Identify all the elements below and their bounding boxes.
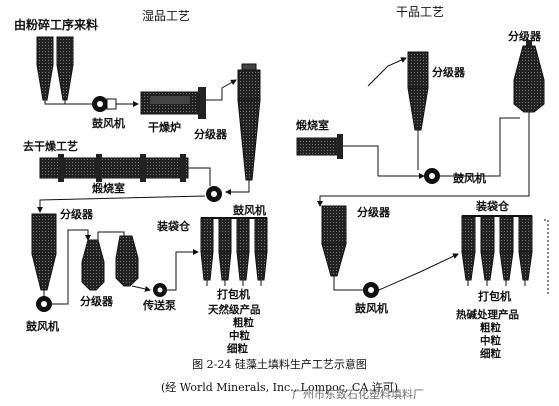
to-dry-process-label: 去干燥工艺 <box>23 139 78 153</box>
dry-classifier-c <box>321 205 347 277</box>
wet-classifier-1 <box>237 63 261 181</box>
wet-classifier-2-label: 分级器 <box>60 207 94 221</box>
wet-classifier-3a <box>81 239 105 291</box>
wet-product-1: 粗粒 <box>233 316 254 329</box>
dry-classifier-a <box>407 51 429 131</box>
wet-bag-bins <box>200 217 268 281</box>
wet-blower-2-label: 鼓风机 <box>233 203 266 217</box>
wet-classifier-3b <box>115 235 139 287</box>
dry-classifier-b-label: 分级器 <box>508 29 542 43</box>
feed-source-label: 由粉碎工序来料 <box>14 17 98 32</box>
wet-product-0: 天然级产品 <box>208 303 261 316</box>
dry-bag-bins <box>461 215 533 281</box>
wet-blower-2 <box>206 186 222 202</box>
calciner-label: 煅烧室 <box>92 181 125 195</box>
wet-blower-1-label: 鼓风机 <box>92 116 125 130</box>
dry-bag-bin-label: 装袋仓 <box>475 199 510 213</box>
wet-packer-label: 打包机 <box>217 287 250 301</box>
dry-product-3: 细粒 <box>480 347 501 360</box>
dry-blower-b-label: 鼓风机 <box>355 301 388 315</box>
dry-calciner-label: 煅烧室 <box>296 118 329 132</box>
wet-classifier-3-label: 分级器 <box>80 294 114 308</box>
figure-source: (经 World Minerals, Inc., Lompoc, CA 许可) <box>160 381 399 394</box>
wet-classifier-1-label: 分级器 <box>194 127 228 141</box>
wet-bag-bin-label: 装袋仓 <box>156 219 191 233</box>
wet-product-3: 细粒 <box>227 342 248 355</box>
feed-hopper-1 <box>36 36 54 101</box>
dry-packer-label: 打包机 <box>478 289 511 303</box>
dry-calciner <box>296 134 343 159</box>
dryer-furnace <box>140 87 206 119</box>
wet-section-title: 湿品工艺 <box>142 8 190 23</box>
feed-line <box>44 100 92 105</box>
dry-blower-b <box>363 282 379 298</box>
dry-product-0: 热碱处理产品 <box>456 308 519 321</box>
dry-classifier-b <box>513 40 545 113</box>
wet-blower-3 <box>36 296 52 312</box>
dry-classifier-a-label: 分级器 <box>432 65 466 79</box>
wet-blower-1 <box>92 96 117 112</box>
transfer-pump-label: 传送泵 <box>142 298 176 312</box>
wet-calciner <box>39 154 189 182</box>
dry-blower-a-label: 鼓风机 <box>453 171 486 185</box>
feed-hopper-2 <box>56 36 74 101</box>
watermark: 广州市东致石化塑料填料厂 <box>292 388 424 401</box>
wet-classifier-2 <box>31 213 57 291</box>
dry-classifier-c-label: 分级器 <box>357 205 391 219</box>
transfer-pump <box>153 283 167 297</box>
dryer-label: 干燥炉 <box>148 120 181 134</box>
dry-section-title: 干品工艺 <box>396 5 444 19</box>
dry-blower-a <box>424 168 440 184</box>
wet-product-2: 中粒 <box>229 329 250 342</box>
dry-product-1: 粗粒 <box>480 321 501 334</box>
dry-product-2: 中粒 <box>480 334 501 347</box>
figure-caption: 图 2-24 硅藻土填料生产工艺示意图 <box>192 358 367 371</box>
wet-blower-3-label: 鼓风机 <box>26 319 59 333</box>
